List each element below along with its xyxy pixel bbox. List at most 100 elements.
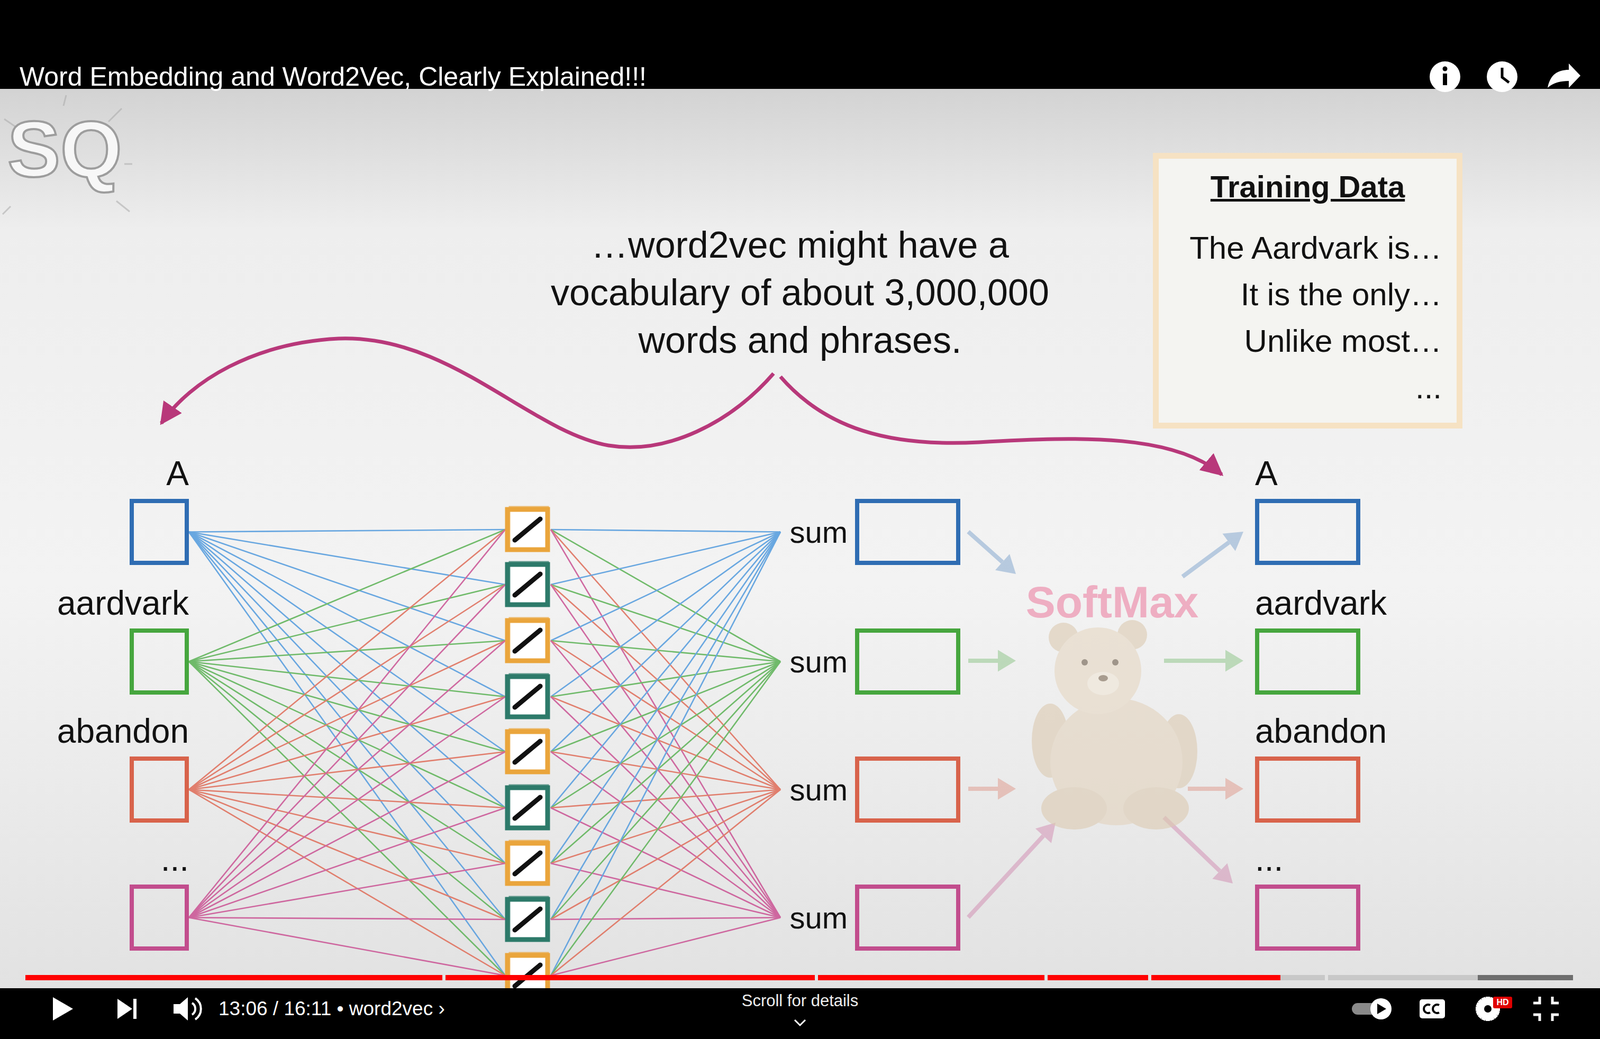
sum-box: sum xyxy=(855,498,961,566)
word-label: abandon xyxy=(57,712,189,752)
video-title: Word Embedding and Word2Vec, Clearly Exp… xyxy=(19,60,647,93)
weight-line xyxy=(550,532,781,865)
weight-line xyxy=(188,532,506,865)
weight-line xyxy=(550,532,781,698)
box-label-wrap: aardvark xyxy=(57,584,189,624)
input-box: ... xyxy=(129,884,189,951)
weight-line xyxy=(188,789,506,921)
sum-box: sum xyxy=(855,756,961,823)
weight-line xyxy=(188,789,506,977)
panel-heading: Training Data xyxy=(1173,168,1442,206)
weight-line xyxy=(188,584,506,662)
box-label-wrap: ... xyxy=(160,840,189,880)
video-frame xyxy=(0,84,1600,991)
logo-sparkles xyxy=(2,95,133,215)
output-box: aardvark xyxy=(1255,628,1361,695)
weight-line xyxy=(188,661,506,865)
player-icons xyxy=(52,61,1581,1026)
box-label-wrap: A xyxy=(1255,454,1278,494)
box-label-wrap: ... xyxy=(1255,840,1284,880)
player-bottom-bar xyxy=(0,988,1600,1039)
weight-line xyxy=(550,661,781,865)
network-wires xyxy=(188,529,781,976)
weight-line xyxy=(550,789,781,809)
label-wrap: HD xyxy=(1496,997,1509,1008)
weight-line xyxy=(550,661,781,753)
input-box: aardvark xyxy=(129,628,189,695)
weight-line xyxy=(550,584,781,790)
box-label-wrap: aardvark xyxy=(1255,584,1387,624)
training-sentence: It is the only… xyxy=(1173,271,1442,318)
box-label-wrap: sum xyxy=(789,900,848,936)
box-label-wrap: abandon xyxy=(1255,712,1387,752)
sum-box: sum xyxy=(855,628,961,695)
activation-icon xyxy=(507,674,549,717)
weight-line xyxy=(188,917,506,921)
word-label: abandon xyxy=(1255,712,1387,752)
activation-icon xyxy=(507,840,549,884)
weight-line xyxy=(188,532,506,698)
weight-line xyxy=(550,532,781,642)
weight-line xyxy=(188,661,506,977)
weight-line xyxy=(188,532,506,586)
weight-line xyxy=(188,751,506,790)
weight-line xyxy=(550,584,781,918)
weight-line xyxy=(188,863,506,918)
time-readout: 13:06 / 16:11 • word2vec › xyxy=(218,997,445,1021)
weight-line xyxy=(550,532,781,753)
box-label-wrap: sum xyxy=(789,771,848,808)
weight-line xyxy=(188,661,506,809)
box-label-wrap: A xyxy=(166,454,189,494)
weight-line xyxy=(550,661,781,921)
box-label-wrap: sum xyxy=(789,643,848,680)
activation-icon xyxy=(507,729,549,772)
training-data-panel: Training DataThe Aardvark is…It is the o… xyxy=(1152,152,1463,429)
training-sentence: ... xyxy=(1173,364,1442,412)
weight-line xyxy=(188,640,506,662)
weight-line xyxy=(550,532,781,586)
weight-line xyxy=(550,751,781,790)
weight-line xyxy=(550,661,781,977)
scroll-hint: Scroll for details xyxy=(741,991,859,1011)
weight-line xyxy=(188,640,506,790)
activation-icon xyxy=(507,785,549,829)
training-sentence: The Aardvark is… xyxy=(1173,224,1442,272)
weight-line xyxy=(550,789,781,977)
activation-icon xyxy=(507,506,549,550)
activation-icon xyxy=(507,561,549,605)
weight-line xyxy=(550,789,781,921)
weight-line xyxy=(550,917,781,921)
word-label: ... xyxy=(1255,840,1284,880)
label-wrap: SoftMax xyxy=(1025,576,1199,629)
progress-bar xyxy=(25,975,1574,981)
weight-line xyxy=(188,789,506,865)
weight-line xyxy=(188,532,506,977)
weight-line xyxy=(550,529,781,918)
sum-label: sum xyxy=(789,514,848,550)
box-label-wrap: sum xyxy=(789,514,848,550)
word-label: aardvark xyxy=(57,584,189,624)
output-box: ... xyxy=(1255,884,1361,951)
output-box: abandon xyxy=(1255,756,1361,823)
weight-line xyxy=(188,696,506,790)
activation-icon xyxy=(507,617,549,661)
word-label: ... xyxy=(160,840,189,880)
weight-line xyxy=(550,751,781,918)
function-label: SoftMax xyxy=(1025,576,1199,629)
weight-line xyxy=(550,640,781,918)
weight-line xyxy=(550,789,781,865)
weight-line xyxy=(550,917,781,977)
sum-label: sum xyxy=(789,771,848,808)
callout-note: …word2vec might have a vocabulary of abo… xyxy=(524,221,1076,365)
weight-line xyxy=(550,529,781,533)
title-wrap: Word Embedding and Word2Vec, Clearly Exp… xyxy=(19,60,647,93)
input-box: abandon xyxy=(129,756,189,823)
weight-line xyxy=(188,584,506,790)
input-box: A xyxy=(129,498,189,566)
label-wrap: 13:06 / 16:11 • word2vec › xyxy=(218,997,445,1021)
weight-line xyxy=(550,584,781,662)
word-label: A xyxy=(1255,454,1278,494)
quality-badge: HD xyxy=(1496,997,1509,1008)
word-label: A xyxy=(166,454,189,494)
